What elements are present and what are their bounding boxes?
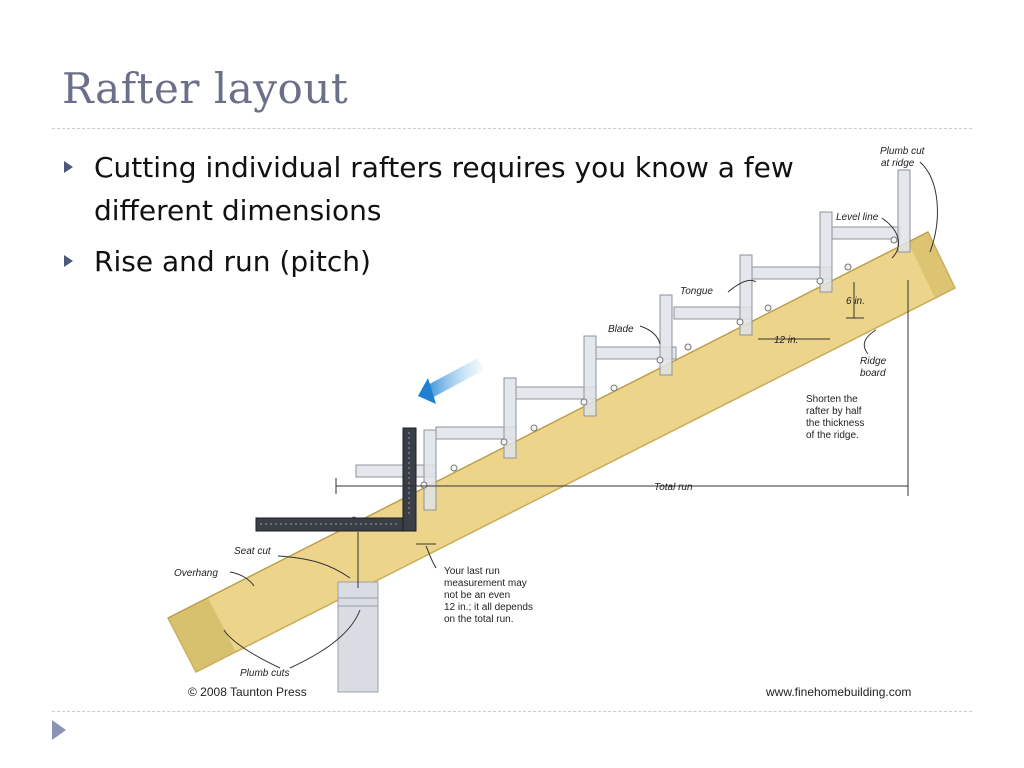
plumb-cut-at-ridge-label: Plumb cut: [880, 146, 926, 157]
total-run-dimension: [335, 280, 909, 588]
overhang-plumb-shade: [168, 598, 236, 672]
plumb-cuts-label: Plumb cuts: [240, 668, 289, 679]
next-slide-arrow-icon[interactable]: [52, 720, 66, 740]
framing-square-steps: [355, 169, 911, 511]
shorten-note: Shorten the: [806, 394, 858, 405]
slide-title: Rafter layout: [62, 64, 349, 113]
framing-square: [255, 427, 417, 532]
shorten-note: the thickness: [806, 418, 864, 429]
run-label: 12 in.: [774, 335, 798, 346]
rafter-top-edge: [167, 231, 929, 619]
ridge-plumb-shade: [908, 232, 955, 298]
shorten-note: rafter by half: [806, 406, 862, 417]
bullet-arrow-icon: [64, 255, 73, 267]
wall-plate: [337, 581, 379, 693]
last-run-note: measurement may: [444, 578, 527, 589]
shorten-note: of the ridge.: [806, 430, 859, 441]
bullet-text: Rise and run (pitch): [94, 245, 371, 278]
last-run-note: Your last run: [444, 566, 500, 577]
ridge-board-label: Ridge: [860, 356, 887, 367]
bullet-item: Cutting individual rafters requires you …: [60, 146, 860, 232]
overhang-label: Overhang: [174, 568, 218, 579]
website-credit: www.finehomebuilding.com: [765, 685, 911, 699]
last-run-note: not be an even: [444, 590, 510, 601]
direction-arrow: [418, 358, 484, 404]
rise-label: 6 in.: [846, 296, 865, 307]
rafter-board: [166, 230, 956, 674]
footer-divider: [52, 711, 972, 712]
rafter-illustration: Plumb cut at ridge Level line Tongue Bla…: [166, 146, 956, 699]
bullet-arrow-icon: [64, 161, 73, 173]
ridge-board-label: board: [860, 368, 886, 379]
level-line-label: Level line: [836, 212, 879, 223]
tongue-label: Tongue: [680, 286, 713, 297]
rise-dimension: [846, 282, 864, 319]
bullet-item: Rise and run (pitch): [60, 240, 860, 283]
copyright-credit: © 2008 Taunton Press: [188, 685, 307, 699]
bullet-list: Cutting individual rafters requires you …: [60, 146, 860, 291]
rafter-diagram: Plumb cut at ridge Level line Tongue Bla…: [160, 140, 960, 700]
title-divider: [52, 128, 972, 129]
last-run-note: 12 in.; it all depends: [444, 602, 533, 613]
plumb-cut-at-ridge-label: at ridge: [881, 158, 915, 169]
last-run-note: on the total run.: [444, 614, 514, 625]
total-run-label: Total run: [654, 482, 693, 493]
bullet-text: Cutting individual rafters requires you …: [94, 151, 794, 227]
blade-label: Blade: [608, 324, 634, 335]
level-line-dots: [350, 236, 898, 524]
seat-cut-label: Seat cut: [234, 546, 272, 557]
leader-lines: [223, 161, 938, 669]
